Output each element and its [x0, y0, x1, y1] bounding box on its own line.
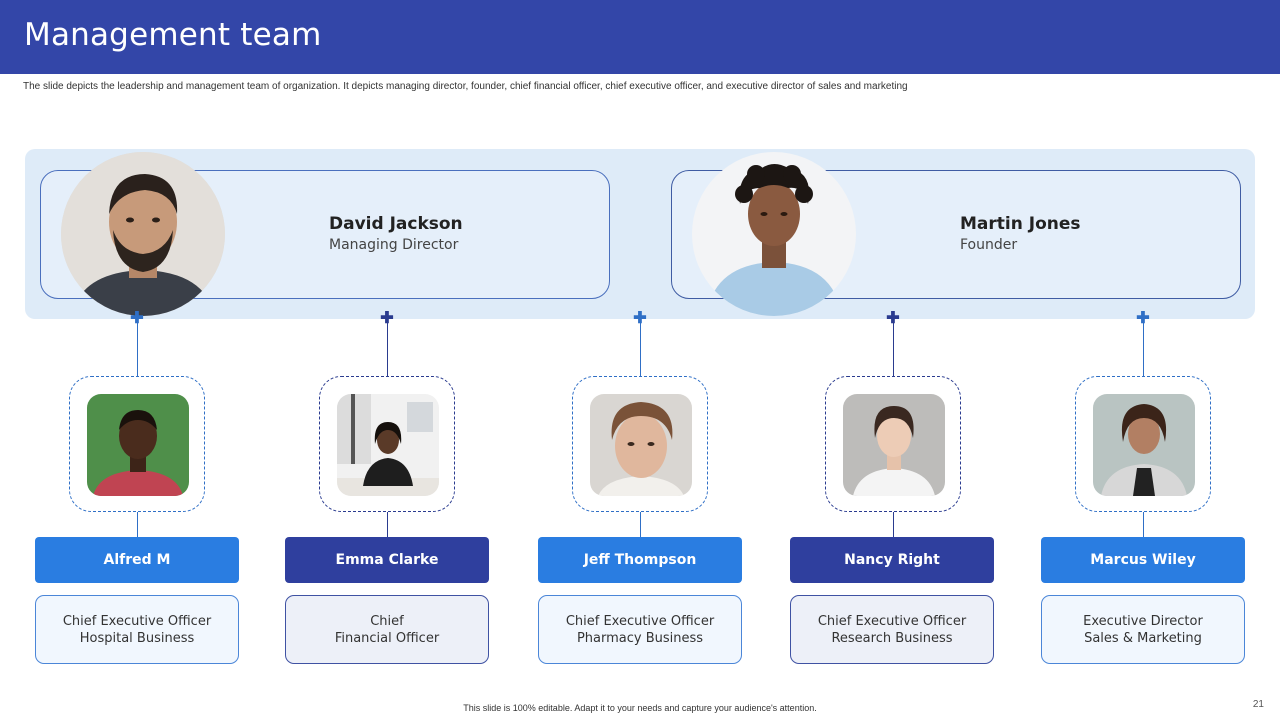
connector-line — [640, 512, 641, 537]
photo-frame — [319, 376, 455, 512]
leader-name: Martin Jones — [960, 214, 1081, 234]
role-line: Chief — [370, 613, 404, 629]
header-bar: Management team — [0, 0, 1280, 74]
role-line: Sales & Marketing — [1084, 630, 1202, 646]
role-line: Chief Executive Officer — [565, 613, 715, 629]
role-line: Hospital Business — [79, 630, 195, 646]
name-bar-nancy-right: Nancy Right — [790, 537, 994, 583]
name-bar-alfred-m: Alfred M — [35, 537, 239, 583]
connector-line — [137, 320, 138, 376]
role-line: Chief Executive Officer — [62, 613, 212, 629]
connector-line — [387, 320, 388, 376]
photo-jeff-thompson — [590, 394, 692, 496]
connector-line — [1143, 512, 1144, 537]
role-line: Pharmacy Business — [576, 630, 704, 646]
name-bar-marcus-wiley: Marcus Wiley — [1041, 537, 1245, 583]
connector-line — [137, 512, 138, 537]
connector-line — [893, 512, 894, 537]
plus-icon: ✚ — [633, 310, 647, 327]
photo-alfred-m — [87, 394, 189, 496]
connector-line — [387, 512, 388, 537]
role-line: Executive Director — [1083, 613, 1203, 629]
photo-marcus-wiley — [1093, 394, 1195, 496]
plus-icon: ✚ — [380, 310, 394, 327]
leader-name: David Jackson — [329, 214, 463, 234]
connector-line — [893, 320, 894, 376]
page-title: Management team — [24, 17, 322, 53]
leader-role: Managing Director — [329, 237, 459, 253]
role-line: Research Business — [831, 630, 953, 646]
role-box-marcus-wiley: Executive Director Sales & Marketing — [1041, 595, 1245, 664]
role-box-emma-clarke: Chief Financial Officer — [285, 595, 489, 664]
photo-emma-clarke — [337, 394, 439, 496]
avatar-david-jackson — [61, 152, 225, 316]
photo-frame — [572, 376, 708, 512]
role-line: Financial Officer — [334, 630, 440, 646]
photo-frame — [825, 376, 961, 512]
name-bar-emma-clarke: Emma Clarke — [285, 537, 489, 583]
photo-frame — [1075, 376, 1211, 512]
role-box-nancy-right: Chief Executive Officer Research Busines… — [790, 595, 994, 664]
leader-role: Founder — [960, 237, 1018, 253]
role-box-alfred-m: Chief Executive Officer Hospital Busines… — [35, 595, 239, 664]
photo-nancy-right — [843, 394, 945, 496]
role-line: Chief Executive Officer — [817, 613, 967, 629]
footer-note: This slide is 100% editable. Adapt it to… — [463, 703, 817, 713]
plus-icon: ✚ — [1136, 310, 1150, 327]
connector-line — [1143, 320, 1144, 376]
avatar-martin-jones — [692, 152, 856, 316]
role-box-jeff-thompson: Chief Executive Officer Pharmacy Busines… — [538, 595, 742, 664]
plus-icon: ✚ — [886, 310, 900, 327]
plus-icon: ✚ — [130, 310, 144, 327]
name-bar-jeff-thompson: Jeff Thompson — [538, 537, 742, 583]
page-subtitle: The slide depicts the leadership and man… — [23, 81, 908, 92]
page-number: 21 — [1252, 699, 1264, 710]
connector-line — [640, 320, 641, 376]
photo-frame — [69, 376, 205, 512]
